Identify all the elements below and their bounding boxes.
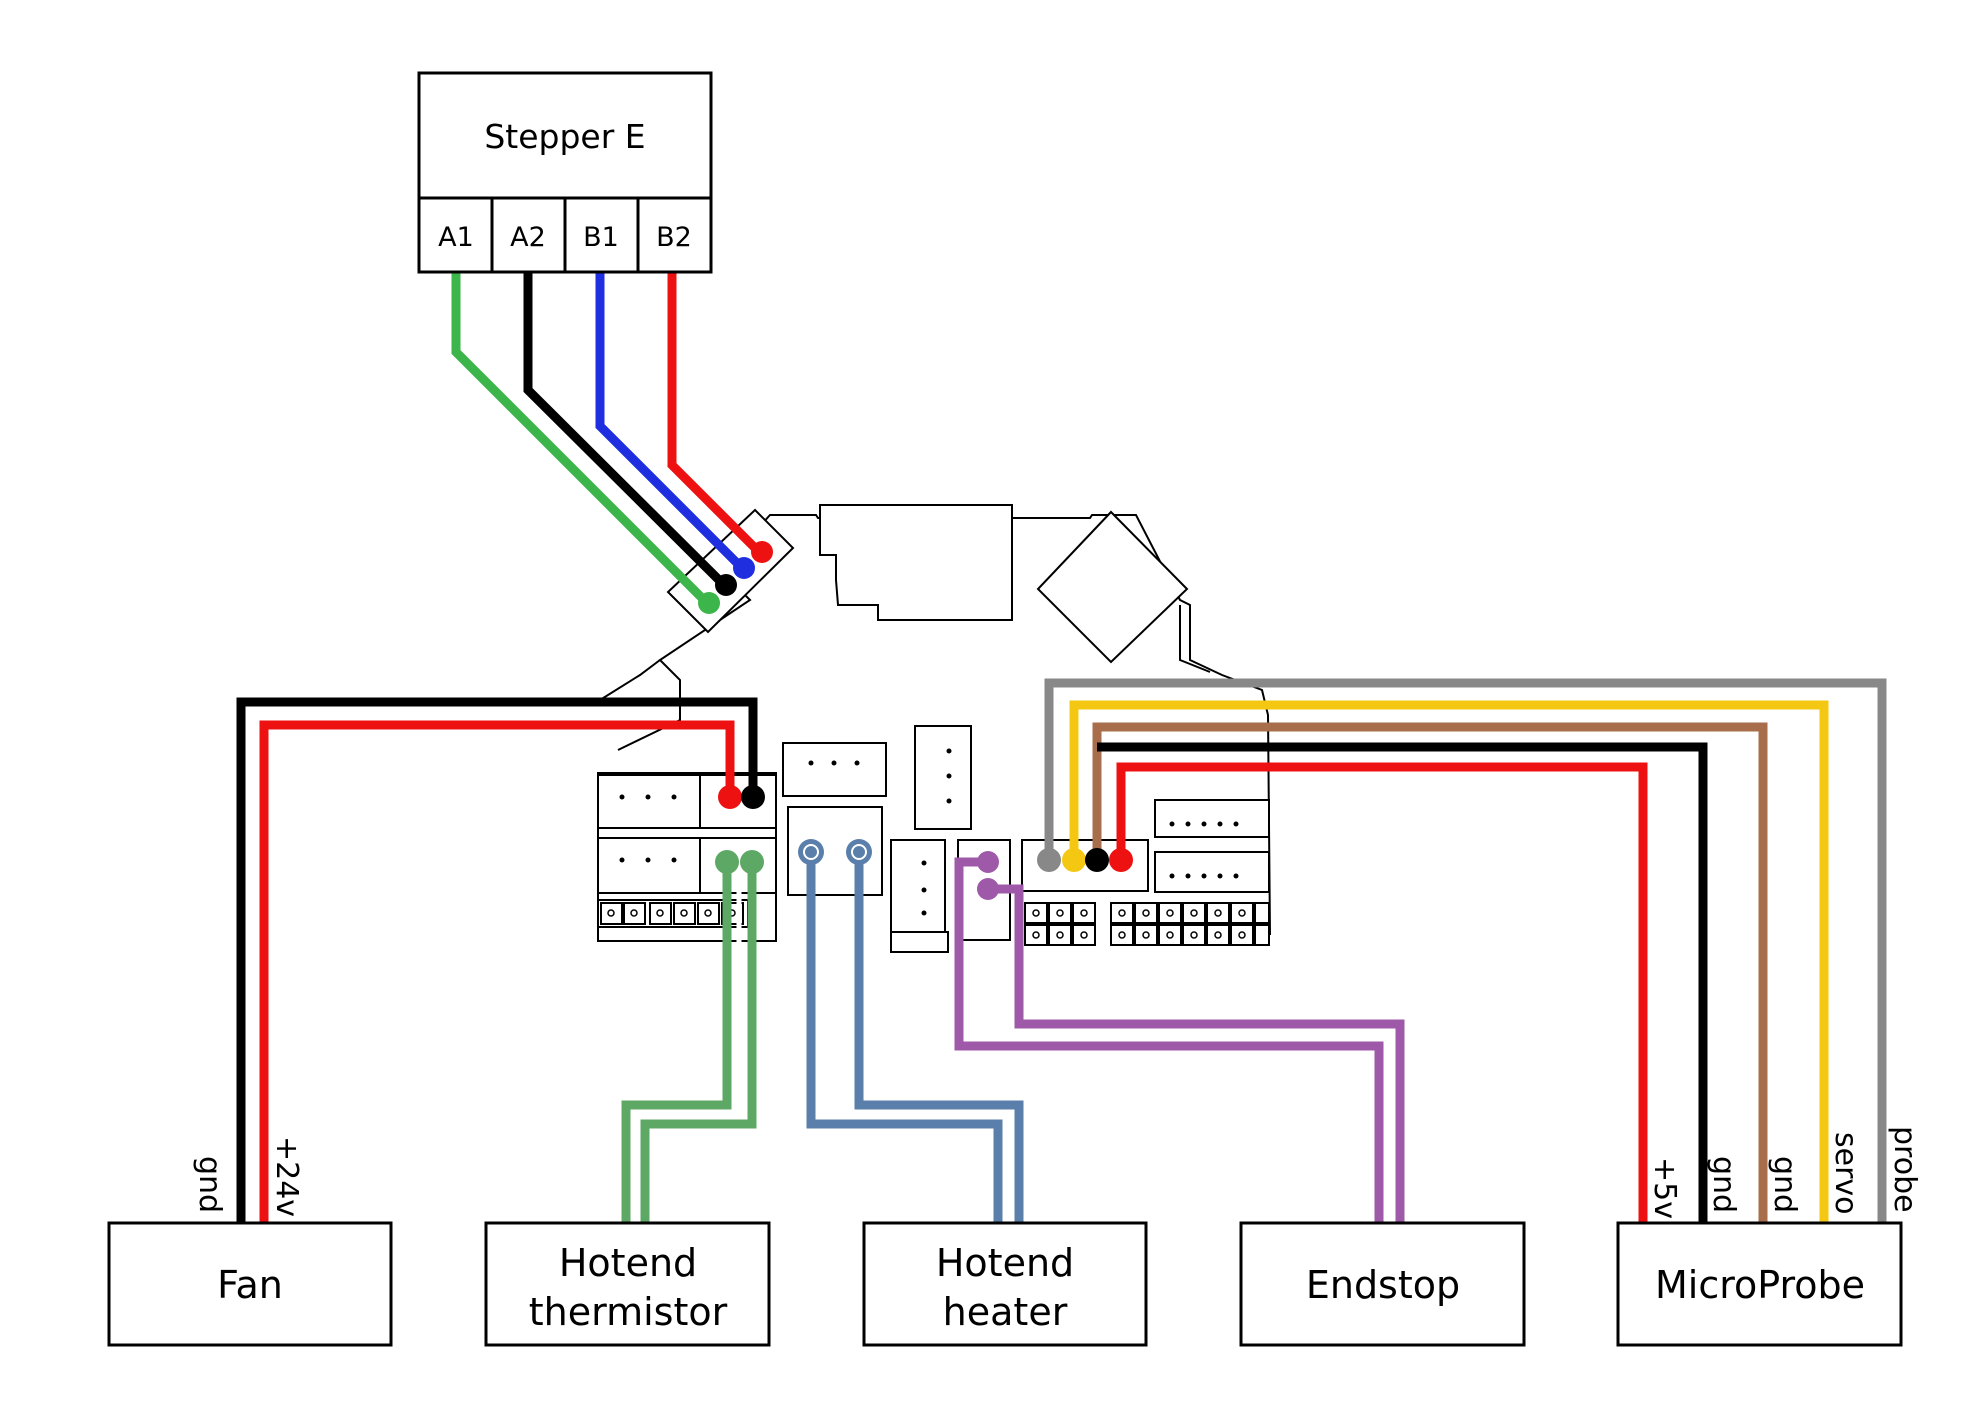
thermistor-box <box>484 1221 771 1347</box>
wire-thermistor-1 <box>621 859 732 1222</box>
pin-heater-2 <box>846 839 872 865</box>
pin-therm-2 <box>740 850 764 874</box>
wire-b1 <box>595 270 746 572</box>
wire-fan-gnd <box>236 697 758 1222</box>
label-probe-5v: +5v <box>1647 1157 1682 1219</box>
stepper-pin-b1: B1 <box>583 222 619 253</box>
thermistor-label-2: thermistor <box>529 1290 728 1334</box>
pin-fan-gnd <box>741 785 765 809</box>
wire-heater-2 <box>854 852 1024 1222</box>
wire-a2 <box>523 270 728 589</box>
usb-connector <box>819 504 1013 621</box>
thermistor-label-1: Hotend <box>559 1241 697 1285</box>
stepper-pin-a1: A1 <box>438 222 474 253</box>
wire-probe-gnd1 <box>1097 742 1708 1222</box>
wire-a1 <box>451 270 711 607</box>
label-fan-24v: +24v <box>269 1136 304 1217</box>
microprobe-label: MicroProbe <box>1655 1263 1865 1307</box>
wire-heater-1 <box>806 852 1003 1222</box>
wire-b2 <box>667 270 764 557</box>
label-probe-gnd2: gnd <box>1767 1156 1802 1213</box>
endstop-label: Endstop <box>1306 1263 1460 1307</box>
pin-heater-1 <box>798 839 824 865</box>
heater-label-2: heater <box>943 1290 1068 1334</box>
stepper-e: Stepper E A1 A2 B1 B2 <box>417 71 713 274</box>
pin-probe-gnd <box>1085 848 1109 872</box>
pin-probe-servo <box>1062 848 1086 872</box>
pin-a2 <box>715 574 737 596</box>
wire-endstop-1 <box>954 857 1384 1222</box>
component-boxes: Fan Hotend thermistor Hotend heater Ends… <box>107 1221 1903 1347</box>
wires <box>236 270 1887 1222</box>
label-probe-servo: servo <box>1828 1132 1863 1215</box>
fan-box <box>107 1221 393 1347</box>
wire-thermistor-2 <box>640 859 757 1222</box>
fan-label: Fan <box>217 1263 283 1307</box>
pin-a1 <box>698 592 720 614</box>
board-outline <box>599 504 1271 936</box>
heater-label-1: Hotend <box>936 1241 1074 1285</box>
stepper-pin-a2: A2 <box>510 222 546 253</box>
pin-therm-1 <box>715 850 739 874</box>
label-fan-gnd: gnd <box>192 1156 227 1213</box>
wire-probe-probe <box>1044 678 1887 1222</box>
wire-probe-5v <box>1116 762 1648 1222</box>
wire-probe-servo <box>1069 700 1829 1222</box>
pin-endstop-1 <box>977 851 999 873</box>
label-probe-probe: probe <box>1887 1126 1922 1213</box>
microprobe-box <box>1616 1221 1903 1347</box>
label-probe-gnd1: gnd <box>1706 1156 1741 1213</box>
wire-endstop-2 <box>988 884 1405 1222</box>
pin-b2 <box>751 541 773 563</box>
heater-box <box>862 1221 1148 1347</box>
pin-b1 <box>733 557 755 579</box>
wire-fan-24v <box>259 720 735 1222</box>
stepper-pin-b2: B2 <box>656 222 692 253</box>
pin-endstop-2 <box>977 878 999 900</box>
board-headers <box>597 725 1270 953</box>
wire-labels: gnd +24v +5v gnd gnd servo probe <box>192 1126 1922 1219</box>
pin-probe-probe <box>1037 848 1061 872</box>
stepper-e-title: Stepper E <box>484 117 645 156</box>
pin-probe-5v <box>1109 848 1133 872</box>
endstop-box <box>1239 1221 1526 1347</box>
pin-fan-24v <box>718 785 742 809</box>
wire-probe-gnd2 <box>1092 722 1768 1222</box>
chip <box>1036 510 1189 664</box>
connector-dots <box>698 541 1133 900</box>
